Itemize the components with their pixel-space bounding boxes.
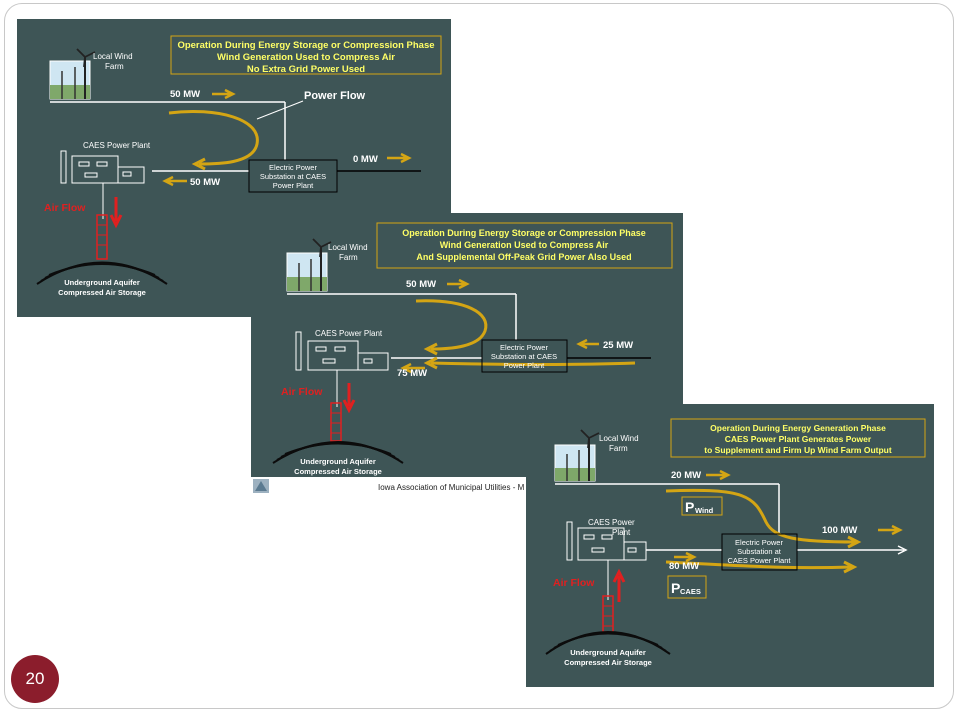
title-line-2: Wind Generation Used to Compress Air (440, 240, 609, 250)
grid-flow-value: 25 MW (603, 340, 633, 351)
caes-power-curve-head (843, 560, 858, 574)
injection-well (96, 214, 108, 260)
power-flow-label: Power Flow (304, 90, 366, 102)
air-flow-arrow (109, 197, 123, 229)
plant-label-line-2: Plant (612, 528, 631, 537)
air-flow-label: Air Flow (44, 202, 86, 214)
wind-farm-label-line-2: Farm (105, 62, 124, 71)
slide-page-number: 20 (11, 655, 59, 703)
title-box (376, 222, 673, 269)
title-box (670, 418, 926, 458)
wind-flow-value: 50 MW (406, 279, 436, 290)
plant-flow-value: 75 MW (397, 368, 427, 379)
wind-power-curve (665, 488, 857, 544)
grid-power-curve-head (423, 356, 438, 370)
plant-flow-value: 50 MW (190, 177, 220, 188)
wind-power-curve-head (847, 535, 862, 549)
title-line-2: CAES Power Plant Generates Power (725, 434, 872, 444)
caes-plant-image (60, 150, 145, 184)
title-line-3: No Extra Grid Power Used (247, 64, 365, 75)
substation-label-line-2: Substation at (737, 547, 782, 556)
grid-flow-arrow (387, 152, 412, 164)
aquifer-dome (272, 441, 404, 464)
p-caes-symbol: P (671, 580, 680, 596)
wind-flow-value: 50 MW (170, 89, 200, 100)
grid-flow-arrow (878, 524, 903, 536)
plant-label: CAES Power Plant (315, 329, 383, 338)
storage-label-line-2: Compressed Air Storage (564, 658, 652, 667)
storage-label-line-1: Underground Aquifer (570, 648, 646, 657)
wind-flow-arrow (212, 88, 236, 100)
title-line-3: And Supplemental Off-Peak Grid Power Als… (416, 252, 631, 262)
substation-label-line-3: Power Plant (504, 361, 545, 370)
substation-box (481, 339, 568, 373)
wind-flow-value: 20 MW (671, 470, 701, 481)
grid-power-curve (430, 361, 636, 366)
title-box (170, 35, 442, 75)
grid-flow-value: 0 MW (353, 154, 378, 165)
power-flow-pointer (256, 100, 304, 120)
power-flow-curve-head (191, 157, 206, 171)
aquifer-dome (36, 261, 168, 285)
power-flow-curve (415, 299, 488, 351)
substation-label-line-2: Substation at CAES (260, 172, 326, 181)
caes-plant-image (295, 331, 389, 371)
plant-flow-arrow (400, 362, 425, 374)
grid-flow-arrow (576, 338, 599, 350)
power-flow-curve (168, 109, 259, 166)
title-line-1: Operation During Energy Generation Phase (710, 423, 886, 433)
wind-farm-image (286, 238, 332, 292)
footer-logo (253, 479, 269, 493)
wind-farm-label-line-2: Farm (339, 253, 358, 262)
substation-label-line-3: Power Plant (273, 181, 314, 190)
plant-flow-arrow (162, 175, 187, 187)
wind-flow-arrow (706, 469, 731, 481)
substation-label-line-1: Electric Power (735, 538, 783, 547)
air-flow-label: Air Flow (553, 577, 595, 589)
storage-label-line-2: Compressed Air Storage (58, 288, 146, 297)
grid-line-head (897, 545, 908, 555)
injection-well (330, 402, 342, 442)
substation-box (248, 159, 338, 193)
grid-flow-value: 100 MW (822, 525, 857, 536)
substation-box (721, 533, 798, 571)
title-line-1: Operation During Energy Storage or Compr… (402, 228, 646, 238)
footer-text: Iowa Association of Municipal Utilities … (378, 483, 525, 492)
storage-label-line-1: Underground Aquifer (64, 278, 140, 287)
wind-farm-label-line-2: Farm (609, 444, 628, 453)
title-line-1: Operation During Energy Storage or Compr… (177, 40, 434, 51)
plant-label-line-1: CAES Power (588, 518, 635, 527)
slide-frame (4, 3, 954, 709)
wind-farm-image (554, 429, 600, 482)
wind-flow-arrow (447, 278, 470, 290)
substation-label-line-1: Electric Power (500, 343, 548, 352)
title-line-2: Wind Generation Used to Compress Air (217, 52, 395, 63)
substation-label-line-2: Substation at CAES (491, 352, 557, 361)
wind-farm-label-line-1: Local Wind (93, 52, 133, 61)
p-wind-symbol: P (685, 499, 694, 515)
plant-flow-value: 80 MW (669, 561, 699, 572)
plant-flow-arrow (674, 551, 697, 563)
p-caes-box (667, 575, 707, 599)
caes-plant-image (566, 521, 647, 561)
substation-label-line-1: Electric Power (269, 163, 317, 172)
air-flow-label: Air Flow (281, 386, 323, 398)
wind-farm-image (49, 48, 96, 100)
diagram-panel-generation: Operation During Energy Generation Phase… (526, 404, 934, 687)
storage-label-line-1: Underground Aquifer (300, 457, 376, 466)
air-flow-arrow (612, 568, 626, 602)
caes-power-curve (665, 560, 853, 570)
air-flow-arrow (342, 383, 356, 414)
aquifer-dome (545, 631, 671, 655)
p-wind-subscript: Wind (695, 506, 714, 515)
title-line-3: to Supplement and Firm Up Wind Farm Outp… (704, 445, 892, 455)
wind-farm-label-line-1: Local Wind (328, 243, 368, 252)
wind-farm-label-line-1: Local Wind (599, 434, 639, 443)
storage-label-line-2: Compressed Air Storage (294, 467, 382, 476)
p-caes-subscript: CAES (680, 587, 701, 596)
power-flow-curve-head (423, 342, 438, 356)
plant-label: CAES Power Plant (83, 141, 151, 150)
substation-label-line-3: CAES Power Plant (728, 556, 792, 565)
p-wind-box (681, 496, 723, 516)
